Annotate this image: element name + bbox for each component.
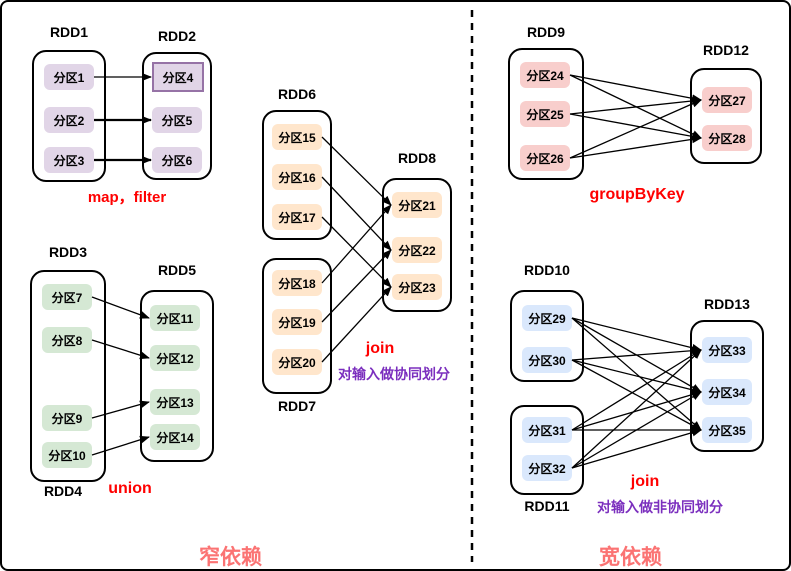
partition-p15: 分区15 [272, 124, 322, 150]
rdd8-title: RDD8 [397, 150, 437, 166]
partition-p3: 分区3 [44, 147, 94, 173]
partition-p11: 分区11 [150, 305, 200, 331]
join-co-note: 对输入做协同划分 [338, 366, 450, 382]
group-by-key-label: groupByKey [589, 186, 685, 203]
partition-p31: 分区31 [522, 417, 572, 443]
partition-p2: 分区2 [44, 107, 94, 133]
partition-p6: 分区6 [152, 147, 202, 173]
partition-p14: 分区14 [150, 424, 200, 450]
partition-p9: 分区9 [42, 405, 92, 431]
rdd2-title: RDD2 [157, 28, 197, 44]
union-label: union [108, 480, 152, 497]
rdd6-title: RDD6 [277, 86, 317, 102]
partition-p4: 分区4 [152, 62, 204, 92]
wide-dependency-label: 宽依赖 [599, 546, 662, 569]
partition-p5: 分区5 [152, 107, 202, 133]
rdd13-title: RDD13 [704, 296, 750, 312]
join-co-label: join [365, 340, 395, 357]
partition-p25: 分区25 [520, 101, 570, 127]
join-non-co-note: 对输入做非协同划分 [597, 499, 723, 515]
map-filter-label: map，filter [87, 189, 167, 206]
partition-p7: 分区7 [42, 284, 92, 310]
partition-p16: 分区16 [272, 164, 322, 190]
partition-p28: 分区28 [702, 125, 752, 151]
partition-p1: 分区1 [44, 64, 94, 90]
rdd9-title: RDD9 [526, 24, 566, 40]
partition-p18: 分区18 [272, 270, 322, 296]
partition-p21: 分区21 [392, 192, 442, 218]
partition-p26: 分区26 [520, 145, 570, 171]
partition-p22: 分区22 [392, 237, 442, 263]
narrow-dependency-label: 窄依赖 [199, 546, 262, 569]
rdd7-title: RDD7 [277, 398, 317, 414]
rdd10-title: RDD10 [524, 262, 570, 278]
partition-p13: 分区13 [150, 389, 200, 415]
partition-p30: 分区30 [522, 347, 572, 373]
partition-p33: 分区33 [702, 337, 752, 363]
partition-p12: 分区12 [150, 345, 200, 371]
partition-p27: 分区27 [702, 87, 752, 113]
rdd3-title: RDD3 [48, 244, 88, 260]
partition-p23: 分区23 [392, 274, 442, 300]
rdd5-title: RDD5 [157, 262, 197, 278]
partition-p29: 分区29 [522, 305, 572, 331]
partition-p20: 分区20 [272, 349, 322, 375]
partition-p32: 分区32 [522, 455, 572, 481]
partition-p35: 分区35 [702, 417, 752, 443]
partition-p17: 分区17 [272, 204, 322, 230]
partition-p24: 分区24 [520, 62, 570, 88]
rdd12-title: RDD12 [703, 42, 749, 58]
join-non-co-label: join [630, 473, 660, 490]
rdd1-title: RDD1 [49, 24, 89, 40]
rdd11-title: RDD11 [524, 498, 570, 514]
rdd4-title: RDD4 [43, 483, 83, 499]
partition-p10: 分区10 [42, 442, 92, 468]
partition-p8: 分区8 [42, 327, 92, 353]
partition-p19: 分区19 [272, 309, 322, 335]
partition-p34: 分区34 [702, 379, 752, 405]
